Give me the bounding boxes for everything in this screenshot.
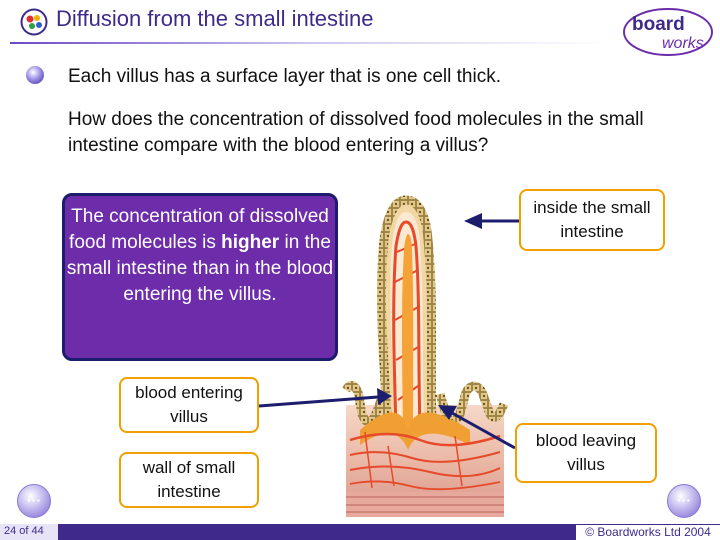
footer-bar: [0, 524, 720, 540]
title-divider: [10, 42, 610, 44]
svg-text:board: board: [632, 14, 685, 35]
orb-bullet-icon: [26, 66, 44, 84]
answer-box: The concentration of dissolved food mole…: [62, 193, 338, 361]
answer-text-part2: in the small intestine than in the blood…: [66, 232, 334, 305]
page-number-badge: [0, 524, 58, 540]
copyright-notice: © Boardworks Ltd 2004: [576, 525, 720, 540]
answer-text-part1: The concentration of dissolved food mole…: [69, 206, 329, 253]
previous-slide-icon[interactable]: ···: [17, 484, 51, 518]
page-number: 24 of 44: [4, 525, 44, 537]
question-text: How does the concentration of dissolved …: [68, 109, 644, 156]
label-wall-of-small-intestine: wall of small intestine: [119, 452, 259, 508]
page-title: Diffusion from the small intestine: [56, 6, 374, 31]
next-slide-icon[interactable]: ···: [667, 484, 701, 518]
label-blood-leaving-villus: blood leaving villus: [515, 423, 657, 483]
label-blood-entering-villus: blood entering villus: [119, 377, 259, 433]
boardworks-logo: board works: [623, 8, 713, 56]
answer-emphasis: higher: [221, 232, 280, 253]
molecule-icon: [20, 8, 48, 36]
svg-text:works: works: [662, 35, 704, 52]
label-inside-small-intestine: inside the small intestine: [519, 189, 665, 251]
point-text: Each villus has a surface layer that is …: [68, 66, 501, 87]
